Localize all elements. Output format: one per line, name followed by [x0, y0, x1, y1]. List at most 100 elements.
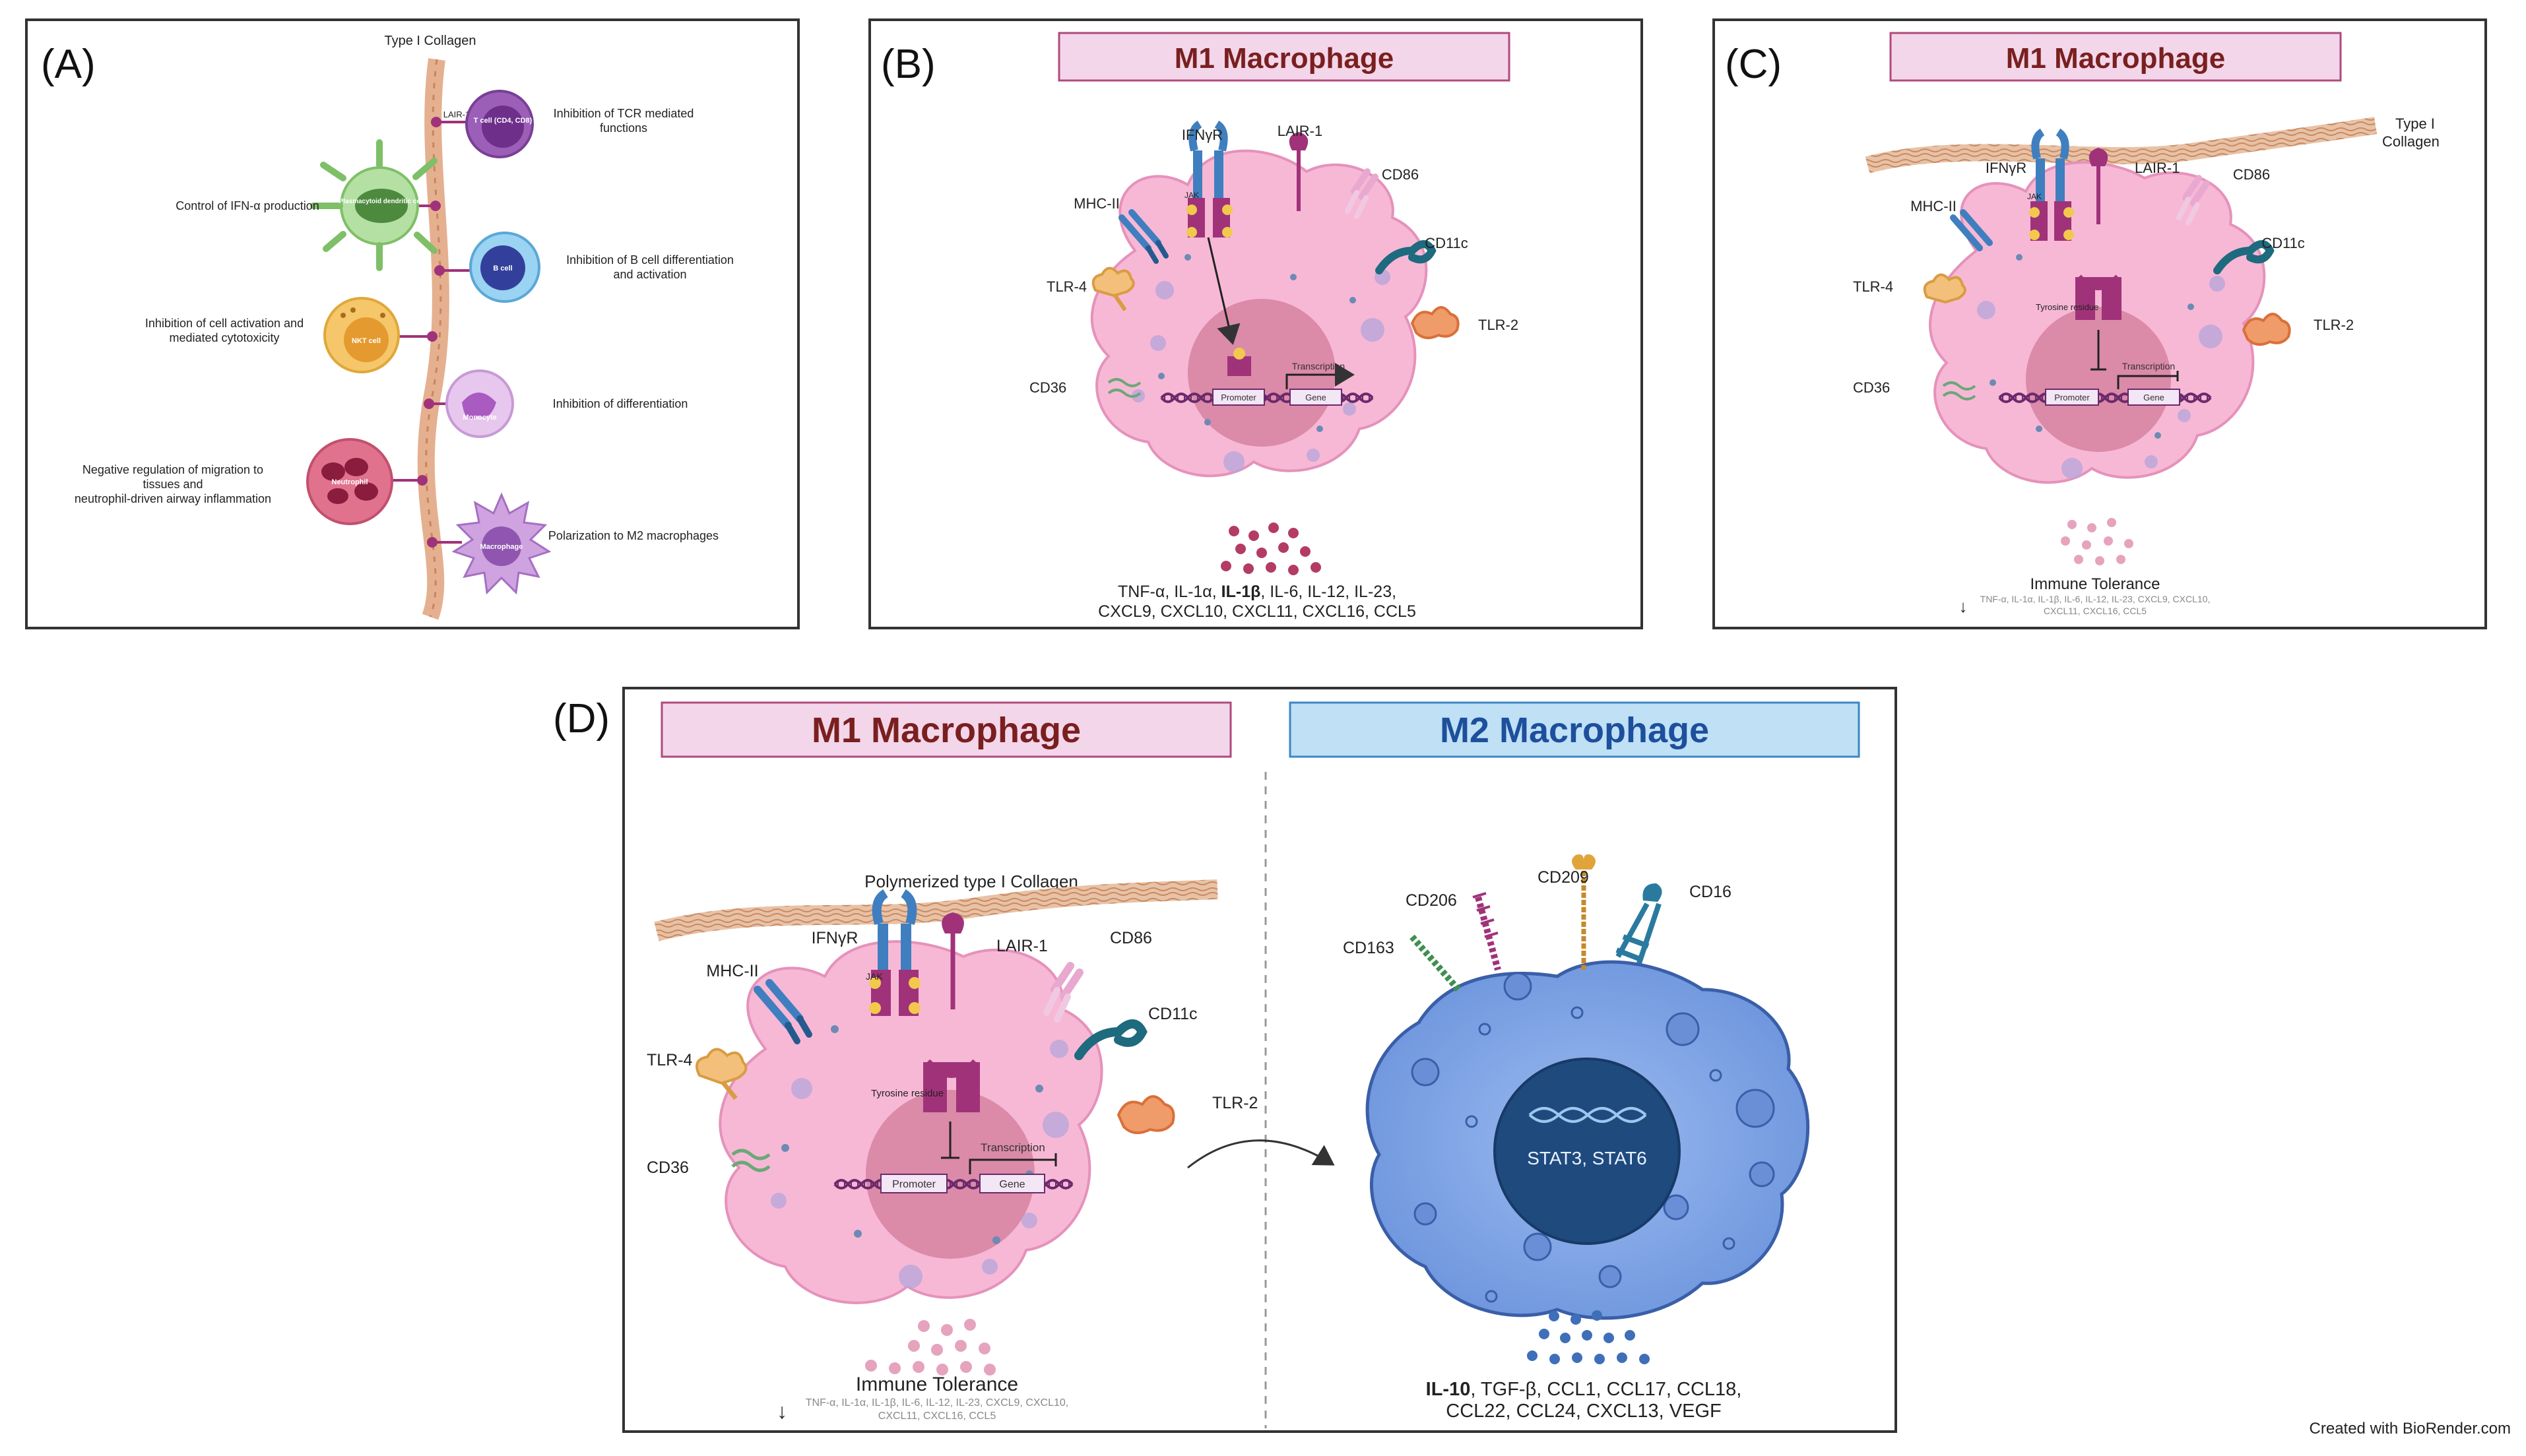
- panel-a-letter: (A): [41, 42, 96, 87]
- panel-b-header-box: [1058, 32, 1510, 82]
- panel-a: (A) Type I Collagen LAIR-1 T cell (CD4, …: [25, 18, 800, 629]
- m2-nucleus: [1493, 1058, 1681, 1245]
- pdc-label: Plasmacytoid dendritic cell: [339, 198, 424, 205]
- gene-c: Gene: [2143, 393, 2164, 402]
- biorender-credit: Created with BioRender.com: [2310, 1420, 2511, 1438]
- cd86-receptor-d: [1043, 962, 1084, 1023]
- cd36-label-d: CD36: [647, 1158, 689, 1177]
- cd209-label: CD209: [1538, 868, 1589, 887]
- bcell-effect-1: Inhibition of B cell differentiation: [566, 253, 734, 267]
- tyrosine-c: Tyrosine residue: [2036, 302, 2098, 312]
- neutrophil-effect-2: tissues and: [143, 478, 203, 491]
- cd36-receptor-b: [1107, 378, 1142, 398]
- panel-b-header: M1 Macrophage: [1175, 42, 1394, 75]
- monocyte-label: Monocyte: [463, 414, 496, 422]
- cd16-label: CD16: [1689, 883, 1732, 901]
- tlr4-label-c: TLR-4: [1853, 278, 1893, 295]
- tyrosine-d: Tyrosine residue: [871, 1088, 944, 1099]
- tlr4-label-d: TLR-4: [647, 1051, 693, 1069]
- tlr2-label-b: TLR-2: [1478, 317, 1518, 333]
- m2-cytokines-line2: CCL22, CCL24, CXCL13, VEGF: [1446, 1401, 1721, 1422]
- tcell-effect-2: functions: [600, 121, 647, 135]
- down-arrow-c: ↓: [1959, 596, 1968, 616]
- lair1-label-d: LAIR-1: [996, 937, 1048, 955]
- monocyte-effect: Inhibition of differentiation: [553, 397, 688, 410]
- cd206-label: CD206: [1406, 891, 1457, 910]
- promoter-c: Promoter: [2054, 393, 2090, 402]
- panel-d-m2-header-box: [1289, 701, 1860, 758]
- collagen-label-c1: Type I: [2395, 115, 2435, 132]
- tcell-effect-1: Inhibition of TCR mediated: [554, 107, 694, 120]
- panel-b-letter: (B): [881, 42, 936, 87]
- m2-secreted-dots: [1527, 1310, 1650, 1364]
- lair1-receptor-d: [923, 912, 980, 1159]
- cd11c-receptor-d: [1074, 1019, 1148, 1060]
- cd86-receptor-b: [1345, 168, 1378, 219]
- panel-d-letter: (D): [553, 696, 610, 742]
- panel-a-frame: [25, 18, 800, 629]
- transcription-d: Transcription: [981, 1141, 1045, 1154]
- jak-d: JAK: [866, 971, 883, 982]
- ifngr-label-d: IFNγR: [812, 929, 858, 947]
- macrophage-effect: Polarization to M2 macrophages: [548, 529, 719, 542]
- cytokines-d-line1: TNF-α, IL-1α, IL-1β, IL-6, IL-12, IL-23,…: [806, 1397, 1069, 1409]
- cd11c-receptor-b: [1375, 240, 1437, 274]
- lair1-label-b: LAIR-1: [1278, 123, 1322, 139]
- macrophage-icon: [451, 492, 552, 595]
- panel-d-m1-header: M1 Macrophage: [812, 711, 1081, 750]
- promoter-d: Promoter: [892, 1179, 936, 1190]
- nkt-effect-2: mediated cytotoxicity: [169, 331, 279, 344]
- cytokines-d-line2: CXCL11, CXCL16, CCL5: [878, 1410, 996, 1422]
- mhc2-label-b: MHC-II: [1074, 195, 1120, 212]
- neutrophil-icon: [306, 438, 393, 525]
- pdc-effect: Control of IFN-α production: [176, 199, 319, 212]
- panel-d-m1-header-box: [661, 701, 1232, 758]
- cd36-receptor-d: [731, 1149, 771, 1172]
- cytokines-b-line1: TNF-α, IL-1α, IL-1β, IL-6, IL-12, IL-23,: [1118, 583, 1396, 601]
- collagen-label-c2: Collagen: [2382, 133, 2440, 150]
- panel-b: (B) M1 Macrophage Promoter Gene Transcri…: [868, 18, 1643, 629]
- collagen-title: Type I Collagen: [385, 34, 476, 48]
- b-cell-label: B cell: [493, 265, 512, 272]
- cd163-label: CD163: [1343, 939, 1394, 957]
- cd86-label-b: CD86: [1382, 166, 1419, 183]
- mhc2-receptor-c: [1950, 209, 1993, 251]
- tlr4-receptor-c: [1923, 273, 1966, 304]
- cd16-receptor: [1615, 883, 1662, 965]
- nucleus-c: [2026, 307, 2171, 452]
- jak-c: JAK: [2027, 192, 2042, 201]
- cd86-receptor-c: [2176, 175, 2210, 226]
- lair1-label-c: LAIR-1: [2135, 160, 2180, 176]
- ifngr-label-b: IFNγR: [1182, 127, 1223, 143]
- collagen-fiber-c: [1865, 117, 2378, 174]
- lair1-receptor-c: [2075, 148, 2121, 371]
- transcription-b: Transcription: [1292, 361, 1345, 371]
- mhc2-label-d: MHC-II: [706, 962, 758, 980]
- panel-d-m2-header: M2 Macrophage: [1440, 711, 1709, 750]
- panel-c-letter: (C): [1725, 42, 1782, 87]
- macrophage-label: Macrophage: [480, 543, 523, 551]
- polymerized-collagen-label: Polymerized type I Collagen: [864, 871, 1078, 891]
- panel-c-header: M1 Macrophage: [2006, 42, 2226, 75]
- cd11c-receptor-c: [2213, 240, 2275, 274]
- cytokines-c-line2: CXCL11, CXCL16, CCL5: [2044, 606, 2147, 616]
- panel-c: (C) M1 Macrophage Type I Collagen Promot…: [1712, 18, 2487, 629]
- cd36-receptor-c: [1942, 381, 1976, 400]
- collagen-fiber-d: [654, 879, 1218, 941]
- gene-b: Gene: [1305, 393, 1326, 402]
- tolerance-d: Immune Tolerance: [856, 1374, 1018, 1395]
- tlr2-receptor-d: [1117, 1095, 1175, 1135]
- ifngr-receptor-d: [869, 889, 921, 1016]
- neutrophil-effect-1: Negative regulation of migration to: [82, 463, 263, 476]
- neutrophil-effect-3: neutrophil-driven airway inflammation: [75, 492, 271, 505]
- tlr2-label-d: TLR-2: [1212, 1094, 1258, 1112]
- cd11c-label-b: CD11c: [1425, 235, 1468, 251]
- t-cell-label: T cell (CD4, CD8): [474, 117, 533, 125]
- mhc2-receptor-d: [754, 979, 812, 1044]
- m2-cytokines-line1: IL-10, TGF-β, CCL1, CCL17, CCL18,: [1426, 1379, 1742, 1400]
- panel-c-header-box: [1889, 32, 2342, 82]
- polarization-arrow: [1187, 1139, 1335, 1169]
- cd206-receptor: [1472, 892, 1501, 971]
- cytokines-b-line2: CXCL9, CXCL10, CXCL11, CXCL16, CCL5: [1098, 602, 1416, 621]
